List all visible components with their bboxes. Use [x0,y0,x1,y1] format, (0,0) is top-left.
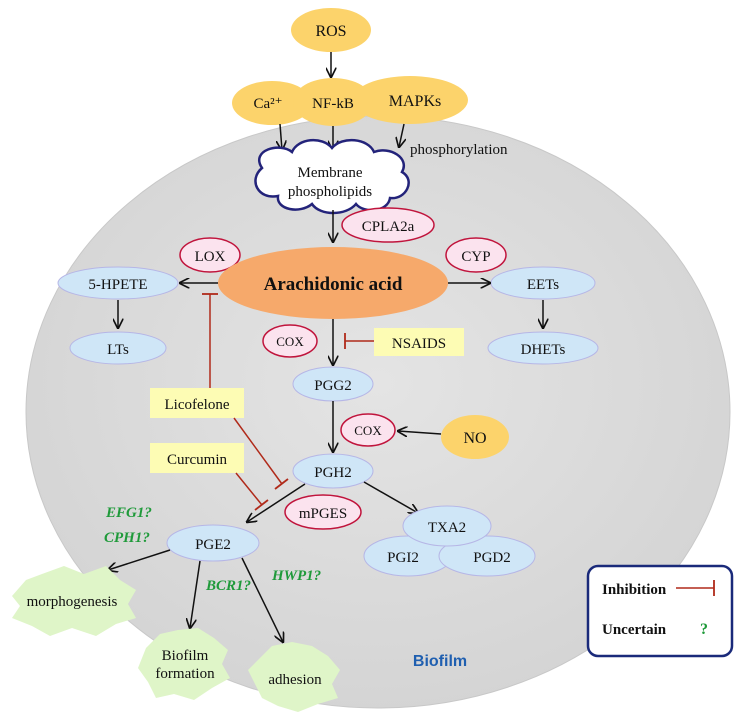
pgg2-node: PGG2 [292,366,374,402]
curcumin-box: Curcumin [150,443,244,473]
lox-enzyme: LOX [179,237,241,273]
cph1-label: CPH1? [104,530,150,546]
nfkb-label: NF-kB [312,96,354,112]
legend-uncertain-symbol: ? [700,621,708,638]
cyp-label: CYP [461,249,490,265]
legend-uncertain-label: Uncertain [602,622,667,638]
arrow-pgh2-pge2 [247,483,306,522]
pgi2-label: PGI2 [387,550,419,566]
legend-inhibition-label: Inhibition [602,582,667,598]
arrow-pgh2-txa2 [363,481,418,513]
adhesion-label: adhesion [268,672,322,688]
pge2-node: PGE2 [166,524,260,562]
ca-label: Ca²⁺ [253,96,282,112]
inhibit-licofelone-pgh2-bar [274,478,289,490]
eets-node: EETs [490,266,596,300]
arachidonic-label: Arachidonic acid [264,274,403,295]
inhibit-curcumin-line [235,472,263,506]
pgd2-label: PGD2 [473,550,511,566]
cyp-enzyme: CYP [445,237,507,273]
inhibit-licofelone-pgh2-line [233,417,283,485]
bcr1-label: BCR1? [205,578,251,594]
cpla2a-enzyme: CPLA2a [341,207,435,243]
phosphorylation-label: phosphorylation [410,142,508,158]
cox-enzyme-2: COX [340,413,396,447]
arrow-pge2-adhesion [241,557,283,642]
mpges-label: mPGES [299,506,347,522]
pgh2-label: PGH2 [314,465,352,481]
hpete-node: 5-HPETE [57,266,179,300]
ros-label: ROS [315,23,346,40]
ca-node: Ca²⁺ [232,81,312,125]
lts-label: LTs [107,342,129,358]
biofilm-formation-burst: Biofilm formation [138,628,230,700]
arrow-no-cox [398,431,442,434]
cpla2a-label: CPLA2a [362,219,415,235]
dhets-node: DHETs [487,331,599,365]
cox-enzyme-1: COX [262,324,318,358]
eets-label: EETs [527,277,559,293]
licofelone-label: Licofelone [165,397,230,413]
pgd2-node: PGD2 [438,535,536,577]
dhets-label: DHETs [521,342,566,358]
pgg2-label: PGG2 [314,378,352,394]
txa2-node: TXA2 [402,505,492,547]
cox-label-1: COX [276,334,304,349]
membrane-label-line2: phospholipids [288,184,372,200]
biofilm-formation-label-line1: Biofilm [162,648,209,664]
membrane-phospholipids-cloud: Membrane phospholipids [254,139,410,215]
arrow-pge2-morphogenesis [108,549,171,570]
nsaids-label: NSAIDS [392,336,446,352]
biofilm-formation-label-line2: formation [155,666,215,682]
mapks-node: MAPKs [352,76,468,124]
mapks-label: MAPKs [389,93,441,110]
no-node: NO [441,415,509,459]
ros-node: ROS [291,8,371,52]
morphogenesis-burst: morphogenesis [12,566,136,636]
nfkb-node: NF-kB [293,78,373,126]
no-label: NO [463,430,486,447]
lox-label: LOX [195,249,226,265]
biofilm-label: Biofilm [413,653,467,670]
arachidonic-acid-node: Arachidonic acid [218,247,448,319]
hpete-label: 5-HPETE [88,277,147,293]
curcumin-label: Curcumin [167,452,227,468]
cox-label-2: COX [354,423,382,438]
arrow-pge2-biofilm-formation [190,560,201,628]
membrane-label-line1: Membrane [298,165,363,181]
licofelone-box: Licofelone [150,388,244,418]
efg1-label: EFG1? [105,505,152,521]
arrow-mapks-membrane [399,123,404,147]
lts-node: LTs [69,331,167,365]
morphogenesis-label: morphogenesis [27,594,118,610]
legend-box: Inhibition Uncertain ? [586,564,734,658]
txa2-label: TXA2 [428,520,466,536]
inhibit-curcumin-bar [254,499,269,511]
mpges-enzyme: mPGES [284,494,362,530]
pge2-label: PGE2 [195,537,231,553]
adhesion-burst: adhesion [248,642,340,712]
hwp1-label: HWP1? [271,568,321,584]
arrow-ca-membrane [280,123,282,150]
nsaids-box: NSAIDS [374,328,464,356]
pgh2-node: PGH2 [292,453,374,489]
